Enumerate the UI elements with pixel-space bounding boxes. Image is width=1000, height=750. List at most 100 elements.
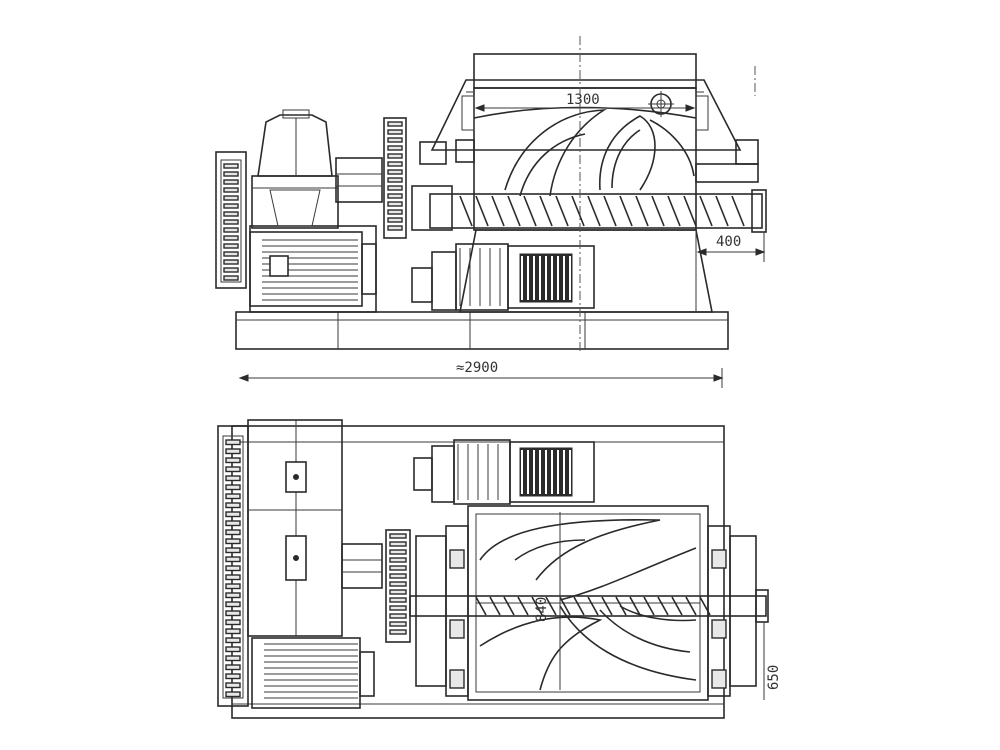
base-frame [235, 311, 729, 350]
belt-rib [225, 457, 241, 464]
belt-rib [223, 259, 239, 265]
screw-flight [587, 195, 601, 227]
plan-belt-guard [217, 425, 249, 707]
screw-flight [683, 195, 697, 227]
belt-rib [223, 211, 239, 217]
screw-flight [573, 596, 585, 616]
belt-rib [223, 243, 239, 249]
sprocket-tooth [387, 193, 403, 199]
bearing-cap [449, 669, 465, 689]
belt-rib [225, 628, 241, 635]
sprocket-tooth [389, 557, 407, 563]
belt-guard [215, 151, 247, 289]
screw-flight [475, 195, 489, 227]
sprocket-tooth [389, 597, 407, 603]
belt-rib [223, 267, 239, 273]
belt-rib [225, 655, 241, 662]
sprocket-tooth [387, 161, 403, 167]
screw-flight [651, 195, 665, 227]
belt-rib [225, 601, 241, 608]
belt-rib [225, 538, 241, 545]
dimension-discharge-length: 400 [696, 232, 766, 262]
belt-rib [225, 484, 241, 491]
belt-rib [225, 583, 241, 590]
sprocket-tooth [387, 185, 403, 191]
belt-rib [223, 179, 239, 185]
dimension-overall-length: ≈2900 [238, 360, 724, 388]
belt-rib [225, 619, 241, 626]
sprocket-tooth [387, 129, 403, 135]
screw-flight [643, 596, 655, 616]
screw-flight [545, 596, 557, 616]
screw-flight [555, 195, 569, 227]
sprocket-tooth [387, 121, 403, 127]
belt-rib [225, 529, 241, 536]
plan-coupling [341, 543, 383, 589]
belt-rib [225, 682, 241, 689]
screw-flight [635, 195, 649, 227]
trough-legs [459, 229, 713, 313]
sprocket-tooth [387, 137, 403, 143]
screw-flight [657, 596, 669, 616]
belt-rib [225, 664, 241, 671]
belt-rib [225, 646, 241, 653]
belt-rib [225, 493, 241, 500]
belt-rib [225, 520, 241, 527]
sprocket-tooth [389, 573, 407, 579]
screw-flight [489, 596, 501, 616]
belt-rib [223, 251, 239, 257]
screw-flight [507, 195, 521, 227]
belt-rib [223, 203, 239, 209]
bearing-cap [449, 619, 465, 639]
sprocket-tooth [389, 541, 407, 547]
dim-paddle-diameter-text: 840 [534, 597, 550, 622]
bearing-cap [711, 619, 727, 639]
belt-rib [225, 610, 241, 617]
secondary-motor [411, 243, 595, 311]
coupling-housing [335, 157, 383, 203]
sprocket-tooth [389, 605, 407, 611]
screw-flight [523, 195, 537, 227]
plan-gearbox [247, 419, 343, 637]
belt-rib [225, 592, 241, 599]
screw-flight [667, 195, 681, 227]
sprocket-tooth [389, 629, 407, 635]
bearing-cap [711, 669, 727, 689]
belt-rib [223, 163, 239, 169]
front-elevation-view: 1300 400 ≈2900 [215, 36, 767, 388]
plan-main-motor [251, 637, 375, 709]
upper-shaft [695, 139, 759, 183]
sprocket-tooth [389, 549, 407, 555]
belt-rib [225, 439, 241, 446]
belt-rib [223, 171, 239, 177]
sprocket-tooth [389, 621, 407, 627]
screw-flight [587, 596, 599, 616]
plan-base-frame [231, 425, 725, 719]
gearbox [251, 109, 339, 229]
screw-flight [615, 596, 627, 616]
plan-mixer-chamber [467, 505, 709, 701]
plan-sprocket [385, 529, 411, 643]
dimension-chamber-width: 1300 [474, 92, 696, 112]
screw-flight [629, 596, 641, 616]
belt-rib [225, 574, 241, 581]
belt-rib [225, 673, 241, 680]
plan-screw-shaft [409, 589, 769, 623]
dim-plan-width-text: 650 [766, 665, 782, 690]
sprocket-tooth [389, 589, 407, 595]
sprocket-tooth [387, 209, 403, 215]
screw-flight [671, 596, 683, 616]
bearing-blocks-left [411, 139, 475, 231]
belt-rib [223, 187, 239, 193]
screw-flight [571, 195, 585, 227]
belt-rib [225, 691, 241, 698]
belt-rib [225, 565, 241, 572]
belt-rib [225, 466, 241, 473]
plan-bearings-right [707, 525, 757, 697]
screw-flight [475, 596, 487, 616]
sprocket-tooth [387, 217, 403, 223]
plan-bearings-left [415, 525, 469, 697]
dim-overall-length-text: ≈2900 [456, 360, 498, 376]
sprocket-tooth [389, 581, 407, 587]
main-motor [249, 231, 377, 307]
